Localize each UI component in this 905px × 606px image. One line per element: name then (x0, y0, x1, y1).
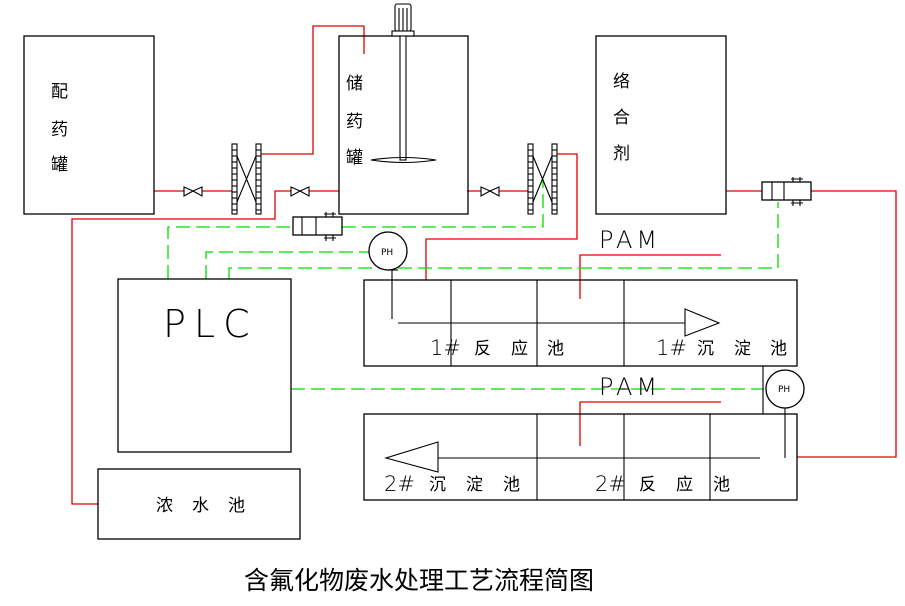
pool-2[interactable]: 2# 沉 淀 池 2# 反 应 池 (363, 413, 798, 501)
pool-2-sedimentation-label-1: 沉 (429, 475, 446, 495)
pool-2-reaction-num: 2# (595, 472, 626, 496)
storage-tank-label-2: 药 (346, 112, 363, 132)
complexing-agent-body (595, 35, 727, 215)
signal-solenoid-to-pump2 (342, 179, 544, 228)
pool-2-body (363, 413, 798, 501)
signal-plc-to-solenoid (167, 226, 293, 279)
valve-3-icon[interactable] (480, 186, 500, 197)
dosing-tank-label-3: 罐 (51, 155, 68, 175)
pool-2-reaction-label-1: 反 (639, 475, 656, 495)
concentrate-pool-label-3: 池 (228, 496, 245, 516)
pool-1-reaction-label-3: 池 (547, 339, 564, 359)
metering-pump-1-icon[interactable] (231, 143, 262, 215)
complexing-agent-tank[interactable]: 络 合 剂 (595, 35, 727, 215)
complexing-agent-label-1: 络 (613, 72, 630, 92)
pool-2-sedimentation-num: 2# (384, 472, 415, 496)
flow-arrow-1-icon (684, 308, 721, 337)
pool-1-reaction-label-1: 反 (474, 339, 491, 359)
valve-1-icon[interactable] (183, 186, 203, 197)
pipe-storage-outlet-left (71, 190, 339, 505)
flow-arrow-2-icon (384, 441, 439, 473)
ph-sensor-2[interactable]: PH (765, 369, 805, 458)
agitator-motor-icon (370, 3, 437, 164)
diagram-title: 含氟化物废水处理工艺流程简图 (244, 566, 594, 595)
plc-body (117, 278, 292, 453)
concentrate-pool-label-2: 水 (192, 496, 209, 516)
pool-2-reaction-label-2: 应 (676, 475, 693, 495)
concentrate-pool-body (97, 468, 301, 540)
dosing-tank[interactable]: 配 药 罐 (23, 35, 155, 215)
pool-2-reaction-label-3: 池 (713, 475, 730, 495)
ph-sensor-2-label: PH (778, 385, 790, 395)
solenoid-valve-1-icon[interactable] (292, 212, 343, 241)
concentrate-pool[interactable]: 浓 水 池 (97, 468, 301, 540)
metering-pump-2-icon[interactable] (527, 143, 558, 215)
pipe-complexing-to-pool2 (797, 190, 897, 458)
ph-sensor-1[interactable]: PH (368, 231, 408, 319)
pool-1[interactable]: 1# 反 应 池 1# 沉 淀 池 (363, 279, 798, 367)
ph-sensor-1-label: PH (381, 248, 393, 258)
pool-1-sedimentation-label-2: 淀 (734, 339, 751, 359)
complexing-agent-label-3: 剂 (613, 144, 630, 164)
pool-1-sedimentation-label-1: 沉 (697, 339, 714, 359)
pipe-pump1-to-storage (261, 25, 365, 155)
pool-2-sedimentation-label-3: 池 (503, 475, 520, 495)
storage-tank[interactable]: 储 药 罐 (338, 3, 469, 215)
pool-1-reaction-label-2: 应 (511, 339, 528, 359)
complexing-agent-label-2: 合 (613, 108, 630, 128)
pam-label-1: PAM (599, 226, 661, 254)
pipe-pam-1 (579, 254, 721, 299)
pool-1-sedimentation-label-3: 池 (770, 339, 787, 359)
signal-plc-to-ph1 (205, 251, 374, 279)
signal-plc-to-ph-line (228, 202, 779, 279)
pool-1-sedimentation-num: 1# (656, 336, 687, 360)
pool-2-sedimentation-label-2: 淀 (466, 475, 483, 495)
signal-lines (167, 179, 779, 390)
dosing-tank-label-1: 配 (51, 82, 68, 102)
pipelines (71, 25, 897, 505)
concentrate-pool-label-1: 浓 (156, 496, 173, 516)
solenoid-valve-2-icon[interactable] (761, 177, 812, 206)
storage-tank-label-3: 罐 (346, 148, 363, 168)
pipe-pam-2 (579, 401, 721, 446)
dosing-tank-body (23, 35, 155, 215)
pool-1-body (363, 279, 798, 367)
plc-controller[interactable]: PLC (117, 278, 292, 453)
pam-label-2: PAM (599, 373, 661, 401)
dosing-tank-label-2: 药 (51, 120, 68, 140)
plc-label: PLC (163, 302, 258, 346)
storage-tank-label-1: 储 (346, 74, 363, 94)
pool-1-reaction-num: 1# (430, 336, 461, 360)
pipe-pump2-to-reaction1 (425, 153, 578, 280)
valve-2-icon[interactable] (290, 186, 310, 197)
